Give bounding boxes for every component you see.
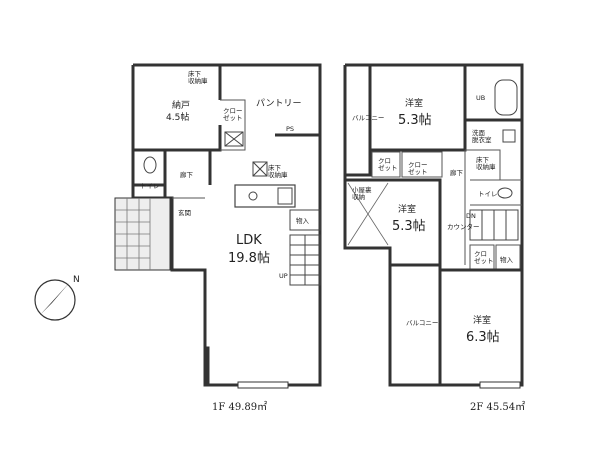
counter-label: カウンター: [447, 222, 480, 231]
washroom-label: 洗面脱衣室: [472, 128, 492, 144]
washroom-wall: [465, 149, 501, 180]
western-room-c-name: 洋室: [473, 314, 491, 326]
western-room-a-name: 洋室: [405, 97, 423, 109]
bathtub-icon: [494, 79, 518, 116]
ldk-size: 19.8帖: [228, 251, 270, 266]
western-room-b-name: 洋室: [398, 203, 416, 215]
toilet-fixture-2f-icon: [497, 187, 513, 199]
pantry-label: パントリー: [256, 98, 301, 109]
balcony-b-wall: [388, 265, 440, 387]
closet-underfloor-label: 床下収納庫: [188, 69, 208, 85]
compass-north-label: N: [73, 275, 80, 285]
closet-label: クローゼット: [223, 107, 243, 122]
western-room-c-size: 6.3帖: [466, 330, 500, 345]
balcony-b-label: バルコニー: [406, 319, 438, 327]
kitchen-counter: [234, 184, 296, 208]
compass-arrow-icon: [40, 282, 70, 315]
floor2-bottom-window: [479, 381, 521, 389]
stairs-up-label: UP: [279, 272, 288, 280]
floor2-plan: 洋室 5.3帖 バルコニー UB 洗面脱衣室 床下収納庫 クロゼット クローゼッ…: [343, 63, 525, 413]
floor1-plan: 床下収納庫 納戸 4.5帖 クローゼット パントリー PS 床下収納庫 トイレ …: [114, 63, 322, 413]
balcony-a-wall: [345, 65, 372, 177]
toilet-fixture-icon: [143, 156, 157, 174]
hallway-label: 廊下: [180, 170, 194, 179]
compass-circle: [34, 279, 76, 321]
closet-box: [220, 99, 246, 151]
floor1-outer-wall-left-top: [131, 65, 165, 152]
closet-small-c-label: クロゼット: [474, 250, 494, 265]
washbasin-icon: [502, 129, 516, 143]
closet-b-box: [401, 151, 443, 178]
floor1-area: 1F 49.89㎡: [212, 401, 267, 413]
floor2-area: 2F 45.54㎡: [470, 401, 525, 413]
ps-label: PS: [286, 125, 294, 133]
storage-room-wall: [133, 125, 222, 152]
floor1-stairs: [289, 234, 321, 286]
storage-in-box: [289, 209, 321, 231]
compass: N: [34, 275, 80, 321]
ub-label: UB: [476, 94, 485, 102]
sink-icon: [248, 191, 258, 201]
underfloor-box-2: [252, 161, 268, 177]
western-room-a-size: 5.3帖: [398, 113, 432, 128]
toilet-2f-label: トイレ: [478, 190, 498, 198]
entrance-label: 玄関: [178, 208, 191, 217]
closet-small-a-label: クロゼット: [378, 157, 398, 172]
porch-tiles: [115, 198, 151, 270]
storage-room-size: 4.5帖: [166, 111, 189, 123]
storage-in-2f-label: 物入: [500, 255, 514, 264]
underfloor-storage-label: 床下収納庫: [268, 163, 288, 179]
toilet-label: トイレ: [140, 182, 160, 190]
western-room-b-size: 5.3帖: [392, 219, 426, 234]
underfloor-box-1: [224, 131, 244, 147]
balcony-a-label: バルコニー: [352, 114, 384, 122]
hallway-2f-label: 廊下: [450, 168, 464, 177]
closet-a-box: [371, 151, 401, 178]
stairs-dn-label: DN: [466, 212, 476, 220]
floor2-stairs: [469, 209, 519, 241]
attic-storage-label: 小屋裏収納: [352, 185, 372, 201]
ldk-name: LDK: [236, 233, 262, 248]
underfloor-2f-label: 床下収納庫: [476, 155, 496, 171]
stove-icon: [277, 187, 293, 205]
room-b-wall: [345, 178, 442, 265]
floor1-bottom-window: [237, 381, 289, 389]
storage-room-name: 納戸: [172, 99, 190, 111]
storage-in-label: 物入: [296, 216, 310, 225]
closet-b-label: クローゼット: [408, 161, 428, 176]
hall-wall: [172, 148, 212, 185]
